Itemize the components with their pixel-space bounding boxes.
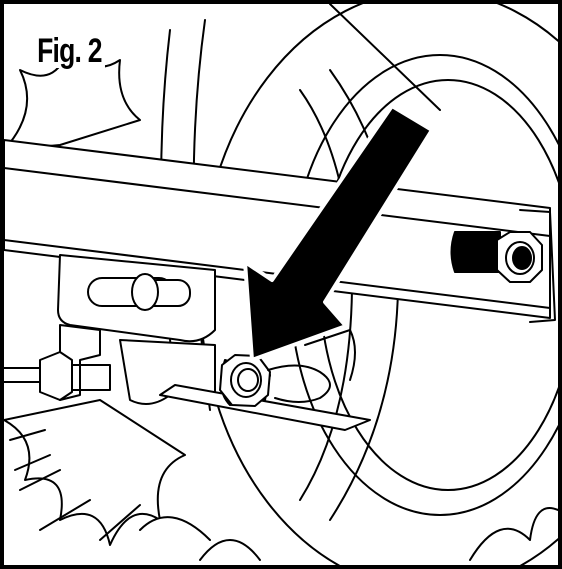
axle-end-nut xyxy=(450,231,543,283)
arrow-down-left-icon xyxy=(243,104,434,362)
mechanical-illustration xyxy=(4,4,558,565)
figure-label: Fig. 2 xyxy=(34,34,105,68)
tie-rod xyxy=(4,351,111,401)
axle-end-bracket xyxy=(519,209,556,323)
tire-tread-left xyxy=(4,39,558,561)
tire-edge xyxy=(329,4,441,111)
bracket-bolt xyxy=(131,273,191,311)
hex-nut-target xyxy=(159,354,371,431)
hub-edge xyxy=(304,329,356,381)
